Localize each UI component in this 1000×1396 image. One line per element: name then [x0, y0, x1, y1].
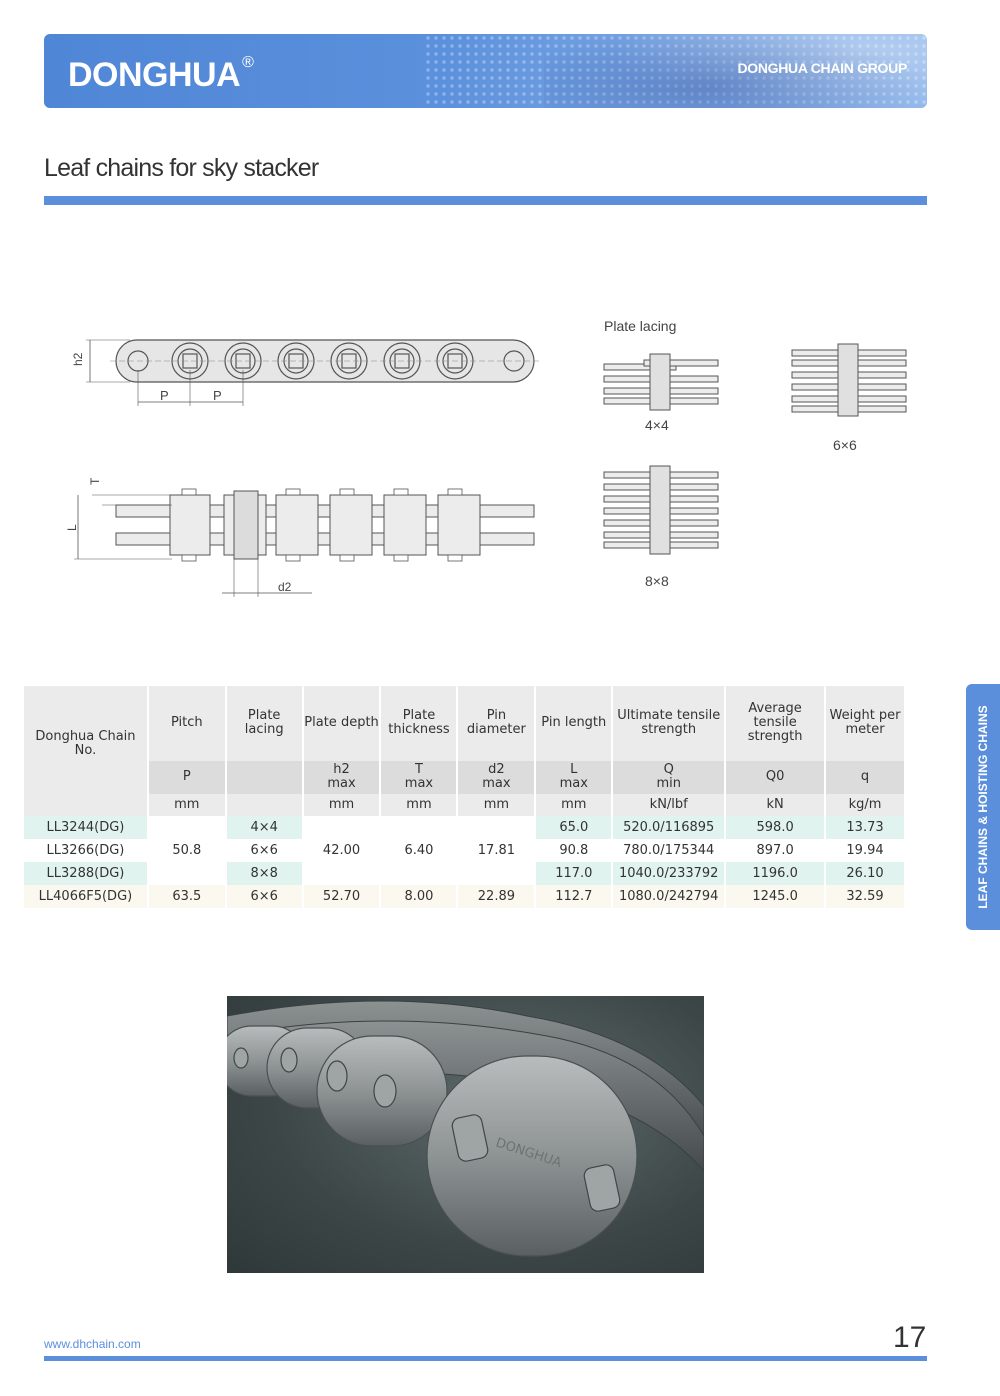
cell-uts: 780.0/175344	[612, 839, 727, 862]
cell-pin-length: 90.8	[535, 839, 614, 862]
dim-l-label: L	[65, 524, 79, 531]
col-header-pin-length: Pin length	[535, 686, 614, 761]
group-name: DONGHUA CHAIN GROUP	[737, 60, 907, 76]
col-header-chain-no: Donghua Chain No.	[24, 686, 149, 794]
col-header-uts: Ultimate tensile strength	[612, 686, 727, 761]
dim-d2-label: d2	[278, 580, 292, 594]
banner-chain-graphic	[544, 34, 927, 108]
col-header-ats: Average tensile strength	[725, 686, 827, 761]
col-header-weight: Weight per meter	[825, 686, 906, 761]
cell-chain-no: LL3244(DG)	[24, 816, 149, 839]
col-header-thickness: Plate thickness	[380, 686, 459, 761]
cell-chain-no: LL3266(DG)	[24, 839, 149, 862]
dim-p-label-1: P	[160, 388, 169, 403]
leaf-chain-photo: DONGHUA	[227, 996, 704, 1273]
cell-pitch: 63.5	[147, 885, 227, 908]
brand-logo: DONGHUA®	[68, 54, 254, 94]
leaf-chain-illustration: DONGHUA	[227, 1000, 704, 1257]
unit-pin-length: mm	[535, 794, 614, 816]
table-row: LL4066F5(DG) 63.5 6×6 52.70 8.00 22.89 1…	[24, 885, 906, 908]
cell-lacing: 6×6	[225, 885, 304, 908]
unit-uts: kN/lbf	[612, 794, 727, 816]
table-unit-row: mm mm mm mm mm kN/lbf kN kg/m	[24, 794, 906, 816]
page-number: 17	[893, 1321, 927, 1354]
header-banner: DONGHUA® DONGHUA CHAIN GROUP	[44, 34, 927, 108]
unit-chain-no	[24, 794, 149, 816]
unit-thickness: mm	[380, 794, 459, 816]
cell-weight: 26.10	[825, 862, 906, 885]
lacing-4x4-label: 4×4	[645, 417, 669, 433]
symbol-weight: q	[825, 760, 906, 794]
chain-side-view-diagram: h2 P P	[71, 339, 540, 406]
unit-pin-diameter: mm	[457, 794, 537, 816]
side-tab-label: LEAF CHAINS & HOISTING CHAINS	[976, 705, 990, 909]
cell-chain-no: LL3288(DG)	[24, 862, 149, 885]
section-side-tab: LEAF CHAINS & HOISTING CHAINS	[966, 684, 1000, 930]
cell-pitch: 50.8	[147, 816, 227, 885]
page-title: Leaf chains for sky stacker	[44, 154, 319, 182]
lacing-6x6-label: 6×6	[833, 437, 857, 453]
footer-rule	[44, 1356, 927, 1361]
footer-url[interactable]: www.dhchain.com	[44, 1337, 141, 1351]
cell-chain-no: LL4066F5(DG)	[24, 885, 149, 908]
cell-lacing: 4×4	[225, 816, 304, 839]
table-row: LL3244(DG) 50.8 4×4 42.00 6.40 17.81 65.…	[24, 816, 906, 885]
symbol-lacing	[225, 760, 304, 794]
lacing-8x8-label: 8×8	[645, 573, 669, 589]
unit-depth: mm	[302, 794, 382, 816]
cell-depth: 52.70	[302, 885, 382, 908]
cell-pin-length: 117.0	[535, 862, 614, 885]
cell-ats: 598.0	[725, 816, 827, 839]
table-header-row: Donghua Chain No. Pitch Plate lacing Pla…	[24, 686, 906, 794]
cell-weight: 13.73	[825, 816, 906, 839]
unit-lacing	[225, 794, 304, 816]
cell-pin-diameter: 17.81	[457, 816, 537, 885]
table-row: LL3266(DG) 6×6 90.8 780.0/175344 897.0 1…	[24, 839, 906, 862]
cell-ats: 1196.0	[725, 862, 827, 885]
cell-ats: 897.0	[725, 839, 827, 862]
dim-t-label: T	[88, 477, 102, 485]
cell-thickness: 6.40	[380, 816, 459, 885]
cell-depth: 42.00	[302, 816, 382, 885]
plate-lacing-title: Plate lacing	[604, 318, 677, 334]
unit-ats: kN	[725, 794, 827, 816]
col-header-lacing: Plate lacing	[225, 686, 304, 761]
dim-p-label-2: P	[213, 388, 222, 403]
lacing-8x8-diagram	[603, 465, 719, 555]
lacing-6x6-diagram	[791, 343, 907, 417]
cell-uts: 520.0/116895	[612, 816, 727, 839]
cell-weight: 32.59	[825, 885, 906, 908]
cell-pin-length: 112.7	[535, 885, 614, 908]
title-rule	[44, 196, 927, 205]
cell-pin-diameter: 22.89	[457, 885, 537, 908]
symbol-pitch: P	[147, 760, 227, 794]
cell-thickness: 8.00	[380, 885, 459, 908]
col-header-pin-diameter: Pin diameter	[457, 686, 537, 761]
unit-weight: kg/m	[825, 794, 906, 816]
cell-ats: 1245.0	[725, 885, 827, 908]
dim-h2-label: h2	[71, 352, 85, 366]
cell-uts: 1080.0/242794	[612, 885, 727, 908]
chain-top-view-diagram: T L d2	[65, 477, 535, 597]
symbol-ats: Q0	[725, 760, 827, 794]
banner-dot-pattern	[424, 34, 927, 108]
cell-uts: 1040.0/233792	[612, 862, 727, 885]
cell-lacing: 8×8	[225, 862, 304, 885]
col-header-pitch: Pitch	[147, 686, 227, 761]
lacing-4x4-diagram	[603, 353, 719, 411]
cell-pin-length: 65.0	[535, 816, 614, 839]
cell-weight: 19.94	[825, 839, 906, 862]
table-row: LL3288(DG) 8×8 117.0 1040.0/233792 1196.…	[24, 862, 906, 885]
unit-pitch: mm	[147, 794, 227, 816]
cell-lacing: 6×6	[225, 839, 304, 862]
spec-table: Donghua Chain No. Pitch Plate lacing Pla…	[24, 686, 906, 908]
col-header-depth: Plate depth	[302, 686, 382, 761]
